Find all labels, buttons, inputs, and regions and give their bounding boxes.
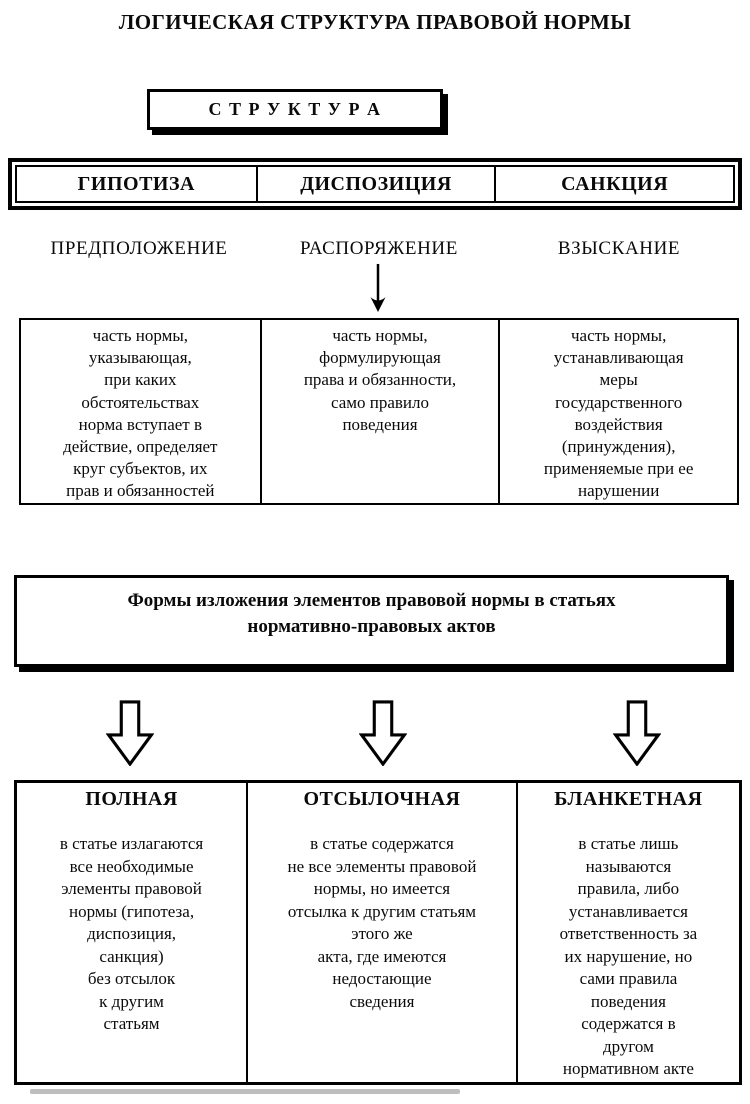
element-cell-sanktsiya: САНКЦИЯ	[494, 167, 733, 201]
form-header-otsylochnaya: ОТСЫЛОЧНАЯ	[303, 788, 461, 810]
page-title: ЛОГИЧЕСКАЯ СТРУКТУРА ПРАВОВОЙ НОРМЫ	[118, 10, 632, 34]
element-cell-gipotiza: ГИПОТИЗА	[77, 172, 195, 195]
definition-cell-sanktsiya: часть нормы, устанавливающая меры госуда…	[498, 320, 737, 503]
definitions-table: часть нормы, указывающая, при каких обст…	[19, 318, 739, 505]
form-body-blanketnaya: в статье лишь называются правила, либо у…	[559, 834, 698, 1078]
element-cell-dispozitsiya: ДИСПОЗИЦИЯ	[255, 167, 495, 201]
synonym-predpolozhenie: ПРЕДПОЛОЖЕНИЕ	[50, 238, 228, 259]
form-body-otsylochnaya: в статье содержатся не все элементы прав…	[287, 834, 477, 1011]
structure-box: С Т Р У К Т У Р А	[147, 89, 443, 130]
scan-artifact-line	[30, 1089, 460, 1094]
synonym-vzyskanie: ВЗЫСКАНИЕ	[557, 238, 681, 259]
definition-cell-gipotiza: часть нормы, указывающая, при каких обст…	[63, 326, 218, 501]
definition-cell-dispozitsiya: часть нормы, формулирующая права и обяза…	[259, 320, 499, 503]
forms-title-box: Формы изложения элементов правовой нормы…	[14, 575, 729, 667]
form-column-blanketnaya: БЛАНКЕТНАЯ в статье лишь называются прав…	[515, 783, 739, 1082]
synonym-rasporyazhenie: РАСПОРЯЖЕНИЕ	[300, 238, 458, 259]
form-header-blanketnaya: БЛАНКЕТНАЯ	[554, 788, 703, 810]
form-column-otsylochnaya: ОТСЫЛОЧНАЯ в статье содержатся не все эл…	[246, 783, 516, 1082]
block-down-arrow-icon	[613, 700, 661, 766]
form-body-polnaya: в статье излагаются все необходимые элем…	[59, 834, 204, 1033]
elements-header-inner: ГИПОТИЗА ДИСПОЗИЦИЯ САНКЦИЯ	[15, 165, 735, 203]
elements-header-band: ГИПОТИЗА ДИСПОЗИЦИЯ САНКЦИЯ	[8, 158, 742, 210]
form-column-polnaya: ПОЛНАЯ в статье излагаются все необходим…	[17, 783, 246, 1082]
forms-title: Формы изложения элементов правовой нормы…	[127, 590, 616, 637]
down-arrow-icon	[370, 263, 386, 313]
form-header-polnaya: ПОЛНАЯ	[85, 788, 178, 810]
block-down-arrow-icon	[106, 700, 154, 766]
structure-label: С Т Р У К Т У Р А	[208, 99, 382, 119]
forms-table: ПОЛНАЯ в статье излагаются все необходим…	[14, 780, 742, 1085]
synonyms-row: ПРЕДПОЛОЖЕНИЕ РАСПОРЯЖЕНИЕ ВЗЫСКАНИЕ	[19, 238, 739, 260]
block-down-arrow-icon	[359, 700, 407, 766]
